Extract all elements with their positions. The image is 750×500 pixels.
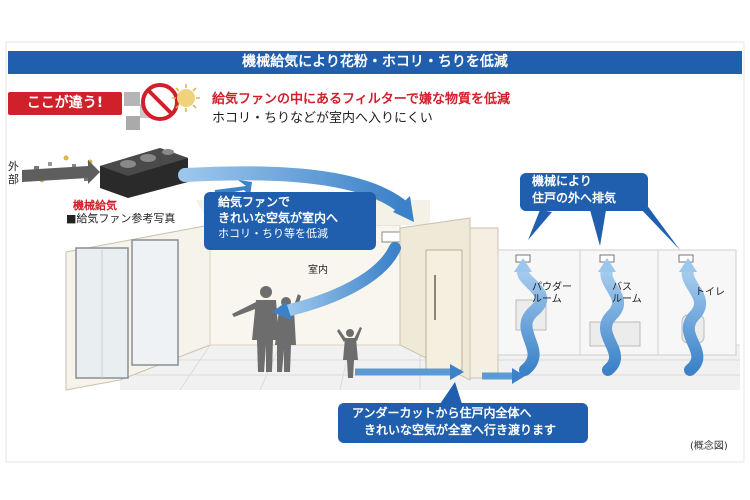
supply-callout-line3: ホコリ・ちり等を低減: [218, 227, 328, 240]
mechanical-supply-label: 機械給気: [73, 199, 117, 212]
undercut-pointer: [440, 382, 462, 404]
exhaust-flows: [517, 264, 707, 376]
vent-toilet: [678, 254, 694, 263]
supply-flow-arrow: [178, 166, 407, 212]
door: [425, 249, 463, 371]
hall-wall: [469, 227, 499, 379]
exhaust-callout-line1: 機械により: [532, 174, 592, 188]
room-label-indoor: 室内: [308, 265, 328, 276]
room-label-bath: バス ルーム: [612, 282, 642, 306]
supply-callout-line1: 給気ファンで: [218, 195, 291, 209]
headline: 給気ファンの中にあるフィルターで嫌な物質を低減: [212, 92, 510, 107]
photo-caption: ■給気ファン参考写真: [66, 212, 176, 225]
supply-callout-line2: きれいな空気が室内へ: [218, 211, 339, 225]
supply-callout: 給気ファンで きれいな空気が室内へ ホコリ・ちり等を低減: [204, 192, 376, 250]
difference-badge: ここが違う!: [8, 92, 122, 115]
outside-inflow-arrow: [22, 160, 100, 184]
sliding-window: [75, 239, 179, 379]
room-flow-arrow: [284, 242, 401, 316]
exhaust-pointers: [528, 204, 680, 250]
exhaust-callout: 機械により 住戸の外へ排気: [520, 173, 648, 211]
room-label-powder: パウダー ルーム: [532, 282, 572, 306]
title-banner: 機械給気により花粉・ホコリ・ちりを低減: [8, 51, 742, 74]
concept-note: (概念図): [690, 441, 728, 452]
subline: ホコリ・ちりなどが室内へ入りにくい: [212, 111, 433, 126]
undercut-callout-line1: アンダーカットから住戸内全体へ: [352, 406, 532, 420]
no-dust-icon: [124, 83, 200, 130]
exhaust-callout-line2: 住戸の外へ排気: [532, 191, 617, 205]
supply-fan-unit: [100, 148, 188, 198]
family-silhouette: [232, 286, 362, 378]
room-label-powder-1: パウダー: [532, 282, 572, 293]
room-label-powder-2: ルーム: [532, 294, 562, 305]
room-label-toilet: トイレ: [695, 287, 725, 298]
outside-label: 外部: [8, 160, 19, 186]
exhaust-arrowheads: [514, 258, 697, 272]
ceiling-vent: [381, 231, 401, 243]
room-label-bath-1: バス: [612, 282, 632, 293]
undercut-callout-line2: きれいな空気が全室へ行き渡ります: [364, 423, 557, 437]
room-label-bath-2: ルーム: [612, 294, 642, 305]
undercut-callout: アンダーカットから住戸内全体へ きれいな空気が全室へ行き渡ります: [338, 403, 588, 443]
